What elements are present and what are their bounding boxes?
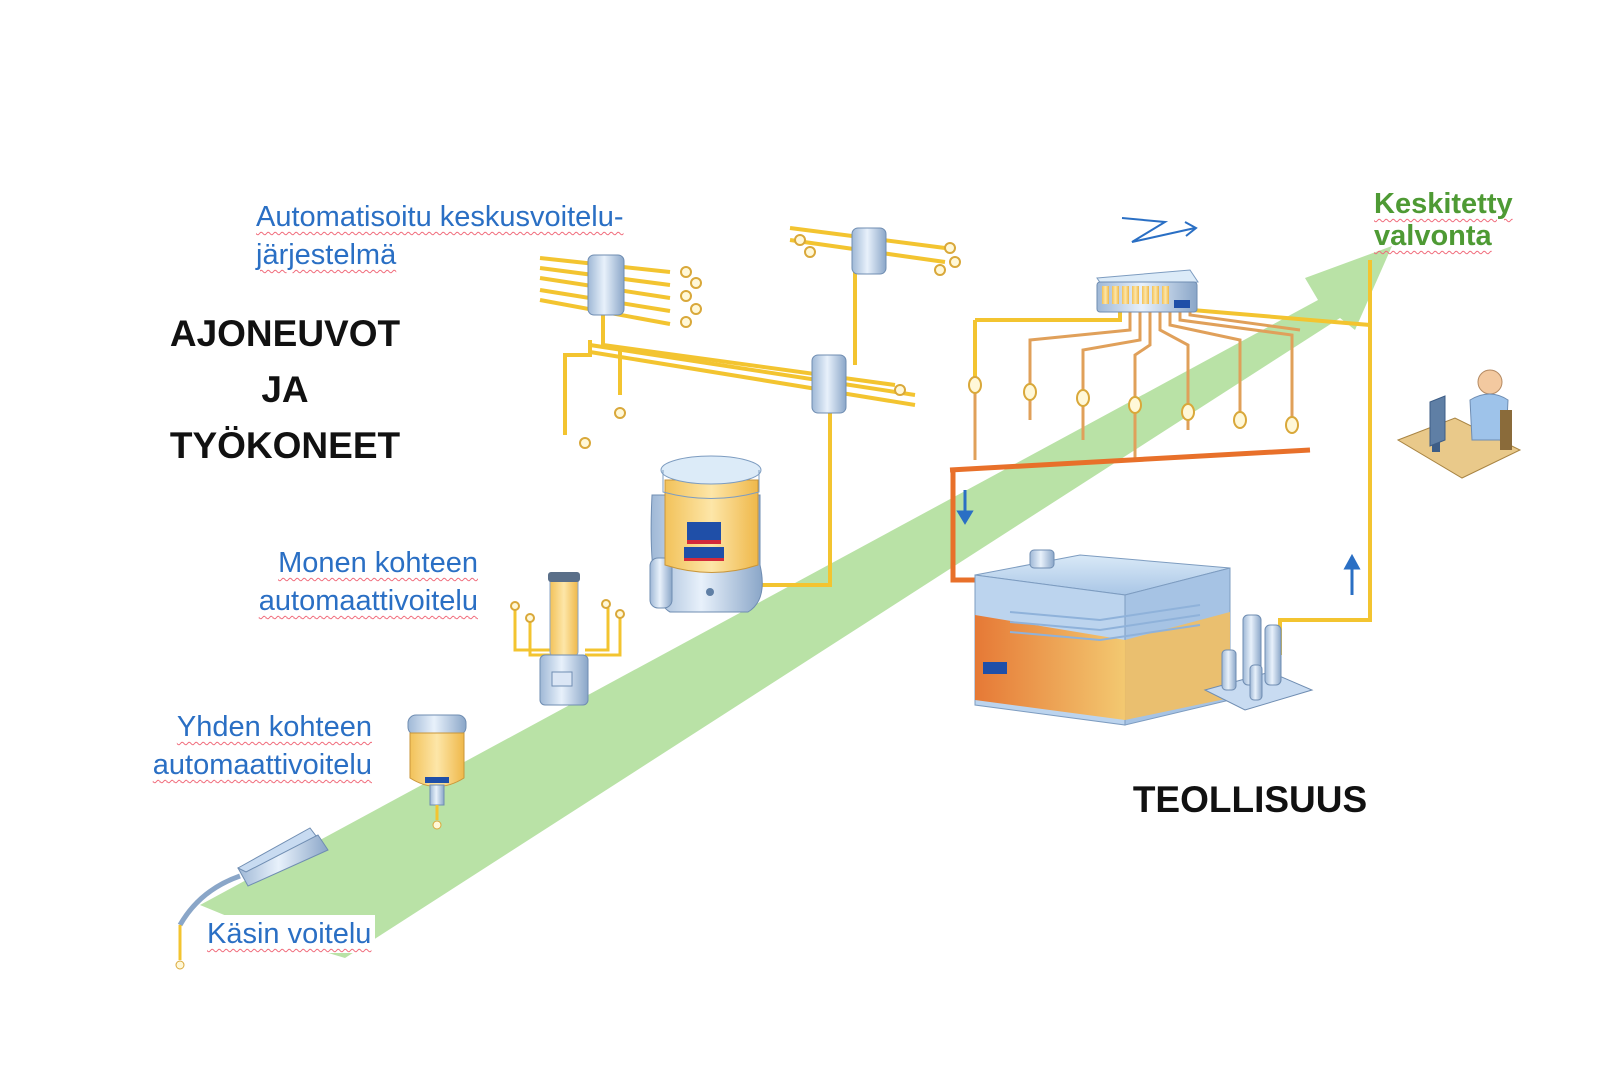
central-lubrication-label: Automatisoitu keskusvoitelu- järjestelmä [256,198,624,274]
grease-gun-icon [175,827,329,970]
single-point-label-line2: automaattivoitelu [152,749,372,781]
central-monitoring-label-line1: Keskitetty [1374,188,1513,220]
multi-line-pump-icon [649,455,763,613]
single-point-label-line1: Yhden kohteen [176,711,372,743]
lube-points [579,234,961,449]
central-lubrication-label-line2: järjestelmä [256,239,397,271]
multi-point-label: Monen kohteen automaattivoitelu [180,544,478,620]
industry-heading: TEOLLISUUS [1130,772,1370,828]
flow-up-arrow-icon [1343,553,1361,595]
multi-point-lubricator-icon [510,572,625,706]
manual-lubrication-label: Käsin voitelu [203,915,376,953]
single-point-label: Yhden kohteen automaattivoitelu [80,708,372,784]
central-monitoring-label: Keskitetty valvonta [1374,188,1513,252]
industry-heading-text: TEOLLISUUS [1132,779,1368,820]
vehicles-heading-line2: JA [261,369,309,410]
vehicles-heading: AJONEUVOT JA TYÖKONEET [150,306,420,474]
operator-workstation-icon [1396,369,1522,479]
oil-tank-icon [974,549,1231,726]
filter-unit-icon [1203,614,1314,711]
central-monitoring-label-line2: valvonta [1374,220,1492,252]
manual-lubrication-label-text: Käsin voitelu [207,918,372,950]
wireless-signal-icon [1121,217,1198,243]
central-lubrication-label-line1: Automatisoitu keskusvoitelu- [256,201,624,233]
control-unit-icon [1096,269,1199,313]
progression-arrow [200,246,1392,958]
multi-point-label-line1: Monen kohteen [278,547,478,579]
vehicles-heading-line3: TYÖKONEET [169,425,401,466]
multi-point-label-line2: automaattivoitelu [258,585,478,617]
single-point-lubricator-icon [407,714,467,830]
vehicles-heading-line1: AJONEUVOT [169,313,401,354]
flow-down-arrow-icon [956,490,974,525]
sensor-points [968,376,1299,434]
distributor-block-icon [587,227,887,414]
